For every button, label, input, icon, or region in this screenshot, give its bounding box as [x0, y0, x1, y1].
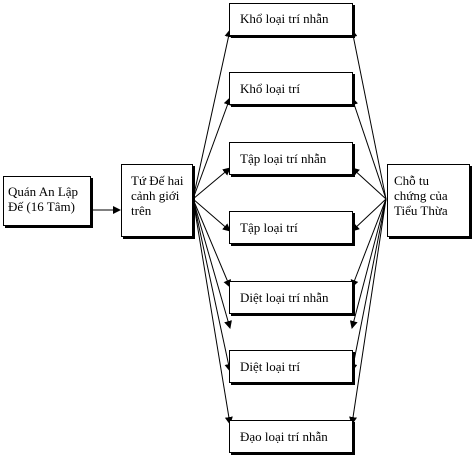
- connector-arrow: [192, 29, 233, 200]
- target-box-dao-nhan: Đạo loại trí nhẫn: [229, 420, 353, 453]
- connector-arrow: [349, 29, 387, 200]
- target-label: Tập loại trí: [240, 220, 298, 235]
- connector-arrow: [350, 97, 387, 200]
- connector-arrow: [192, 198, 233, 425]
- four-truths-box: Tứ Đế hai cảnh giới trên: [121, 164, 193, 237]
- target-label: Tập loại trí nhẫn: [240, 151, 327, 166]
- connector-arrow: [192, 167, 231, 200]
- connector-arrow: [351, 167, 387, 200]
- target-box-diet-nhan: Diệt loại trí nhẫn: [229, 281, 353, 314]
- connector-arrow: [192, 198, 231, 288]
- target-box-kho: Khổ loại trí: [229, 72, 353, 105]
- source-label: Quán An Lập Đế (16 Tâm): [8, 184, 79, 214]
- connector-arrow: [192, 198, 233, 372]
- target-label: Khổ loại trí nhẫn: [240, 11, 329, 26]
- target-label: Diệt loại trí nhẫn: [240, 290, 329, 305]
- target-box-tap: Tập loại trí: [229, 211, 353, 244]
- hinayana-label: Chỗ tu chứng của Tiểu Thừa: [394, 173, 448, 218]
- connector-arrow: [192, 198, 232, 329]
- target-box-tap-nhan: Tập loại trí nhẫn: [229, 142, 353, 175]
- connector-arrow: [192, 198, 231, 232]
- source-box: Quán An Lập Đế (16 Tâm): [3, 176, 91, 226]
- connector-arrow: [349, 198, 387, 372]
- target-label: Khổ loại trí: [240, 81, 300, 96]
- target-label: Diệt loại trí: [240, 359, 300, 374]
- connector-arrow: [192, 97, 232, 200]
- connector-arrow: [350, 198, 387, 288]
- target-box-diet: Diệt loại trí: [229, 350, 353, 383]
- target-label: Đạo loại trí nhẫn: [240, 429, 328, 444]
- connector-arrow: [349, 198, 387, 329]
- connector-arrow: [351, 198, 387, 232]
- connector-arrow: [349, 198, 387, 425]
- four-truths-label: Tứ Đế hai cảnh giới trên: [131, 173, 184, 218]
- target-box-kho-nhan: Khổ loại trí nhẫn: [229, 3, 353, 36]
- hinayana-box: Chỗ tu chứng của Tiểu Thừa: [387, 164, 470, 237]
